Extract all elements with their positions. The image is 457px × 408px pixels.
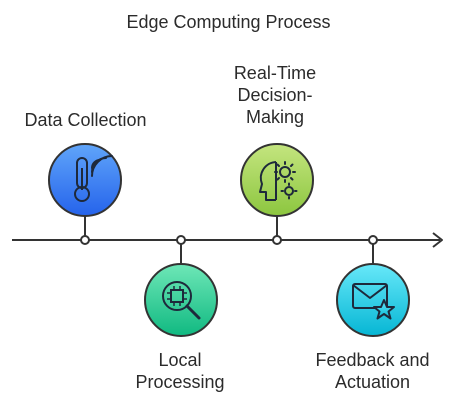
step-label-data-collection: Data Collection bbox=[24, 110, 147, 130]
envelope-star-icon bbox=[336, 263, 410, 337]
step-label-local-processing: Local Processing bbox=[135, 350, 225, 392]
chip-search-icon bbox=[144, 263, 218, 337]
step-label-feedback-and-actuation: Feedback and Actuation bbox=[315, 350, 430, 392]
diagram-title: Edge Computing Process bbox=[126, 12, 331, 32]
head-gears-icon bbox=[240, 143, 314, 217]
timeline-arrowhead bbox=[432, 232, 443, 248]
timeline-node-4 bbox=[368, 235, 378, 245]
timeline-node-3 bbox=[272, 235, 282, 245]
timeline-node-1 bbox=[80, 235, 90, 245]
timeline-node-2 bbox=[176, 235, 186, 245]
step-label-real-time-decision-making: Real-Time Decision- Making bbox=[233, 63, 317, 127]
thermometer-wifi-icon bbox=[48, 143, 122, 217]
